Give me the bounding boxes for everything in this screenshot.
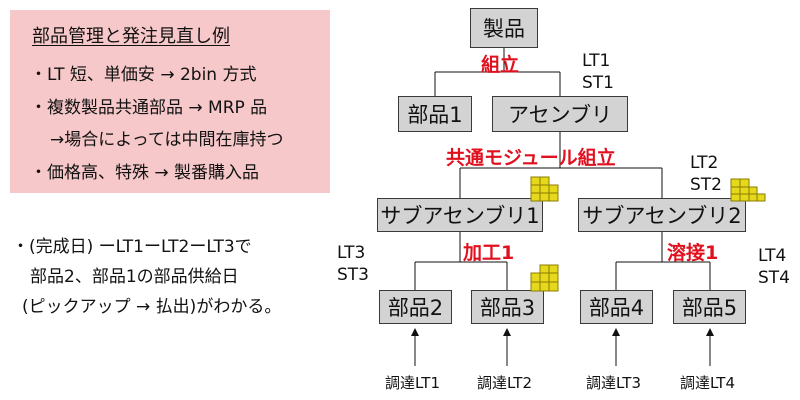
label-procurement-lt1: 調達LT1 (385, 374, 440, 392)
label-common-module-assembly: 共通モジュール組立 (446, 147, 616, 169)
inventory-cubes-icon (530, 264, 559, 292)
label-st4: ST4 (758, 268, 790, 288)
label-st2: ST2 (690, 175, 722, 195)
label-lt2: LT2 (690, 153, 719, 173)
panel-line-intermediate-stock: →場合によっては中間在庫持つ (50, 130, 284, 150)
label-welding: 溶接1 (667, 242, 719, 264)
note-line-2: 部品2、部品1の部品供給日 (30, 267, 239, 287)
panel-title: 部品管理と発注見直し例 (32, 26, 230, 47)
node-part1: 部品1 (398, 96, 472, 132)
label-assemble: 組立 (481, 54, 520, 76)
node-product: 製品 (470, 8, 538, 48)
label-lt3: LT3 (337, 243, 366, 263)
label-lt4: LT4 (758, 246, 787, 266)
panel-line-make-to-order: ・価格高、特殊 → 製番購入品 (30, 163, 260, 183)
node-part2: 部品2 (379, 290, 452, 324)
label-machining: 加工1 (463, 242, 515, 264)
label-st1: ST1 (582, 73, 614, 93)
node-part4: 部品4 (580, 290, 653, 324)
label-st3: ST3 (337, 265, 369, 285)
info-panel (10, 10, 330, 193)
label-procurement-lt2: 調達LT2 (477, 374, 532, 392)
label-lt1: LT1 (582, 51, 611, 71)
node-part3: 部品3 (471, 290, 544, 324)
inventory-cubes-icon (730, 178, 766, 202)
node-assembly: アセンブリ (492, 96, 628, 132)
inventory-cubes-icon (530, 176, 559, 202)
note-line-1: ・(完成日) ーLT1ーLT2ーLT3で (12, 237, 252, 257)
panel-line-2bin: ・LT 短、単価安 → 2bin 方式 (30, 65, 257, 85)
note-line-3: (ピックアップ → 払出)がわかる。 (22, 297, 282, 317)
label-procurement-lt4: 調達LT4 (680, 374, 735, 392)
node-subassembly1: サブアセンブリ1 (377, 198, 543, 232)
panel-line-mrp: ・複数製品共通部品 → MRP 品 (30, 98, 268, 118)
label-procurement-lt3: 調達LT3 (586, 374, 641, 392)
node-subassembly2: サブアセンブリ2 (578, 198, 746, 232)
node-part5: 部品5 (673, 290, 746, 324)
